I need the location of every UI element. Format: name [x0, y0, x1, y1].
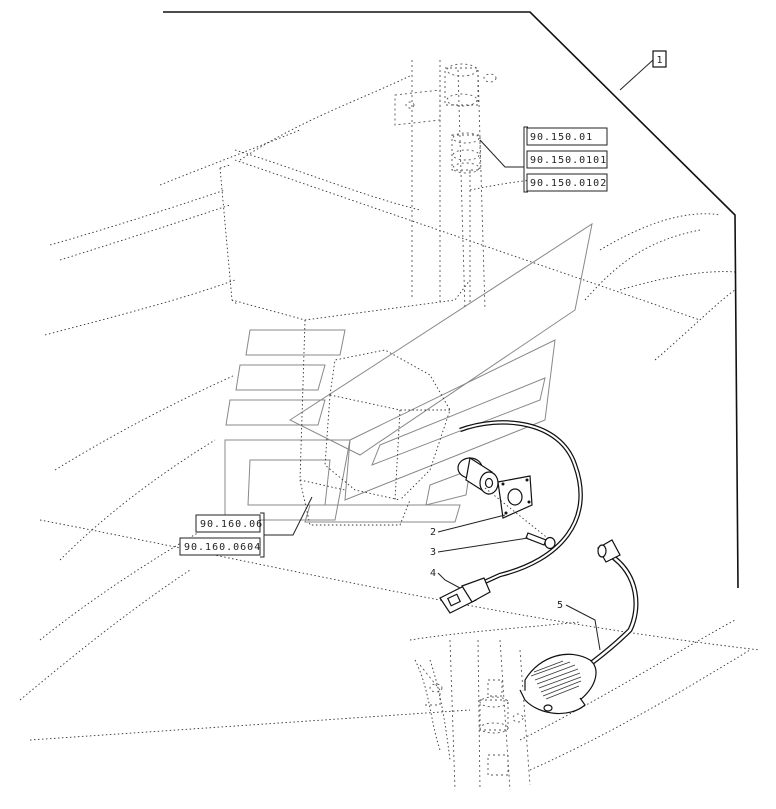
callout-number: 4	[430, 568, 436, 579]
ref-group-left: 90.160.06 90.160.0604	[179, 496, 313, 558]
wiring-harness	[459, 420, 583, 588]
leader-line	[437, 514, 506, 533]
ref-code[interactable]: 90.150.0101	[530, 155, 607, 166]
connector	[439, 577, 491, 614]
ref-code[interactable]: 90.150.0102	[530, 178, 607, 189]
ref-code[interactable]: 90.160.06	[200, 519, 263, 530]
leader-line	[437, 537, 529, 553]
watermark-logo	[224, 222, 593, 523]
ref-code[interactable]: 90.160.0604	[184, 542, 261, 553]
switch-knob	[457, 457, 499, 495]
item-callouts: 2 3 4 5	[430, 514, 601, 651]
callout-number: 3	[430, 547, 436, 558]
lower-pillar	[419, 639, 531, 791]
callout-number: 5	[557, 600, 563, 611]
leader-line	[437, 572, 461, 589]
group-callout-1: 1	[619, 50, 667, 91]
foot-pedal	[519, 539, 639, 715]
rear-pillar	[394, 60, 497, 311]
screw	[525, 532, 556, 550]
leader-line	[565, 604, 601, 651]
callout-number: 2	[430, 527, 436, 538]
cab-frame-line	[163, 11, 739, 589]
group-box-label: 1	[656, 55, 662, 66]
ref-code[interactable]: 90.150.01	[530, 132, 593, 143]
ref-group-top: 90.150.01 90.150.0101 90.150.0102	[479, 126, 608, 193]
mounting-plate	[497, 475, 533, 519]
group-box	[652, 50, 667, 68]
cab-outline	[19, 74, 761, 771]
